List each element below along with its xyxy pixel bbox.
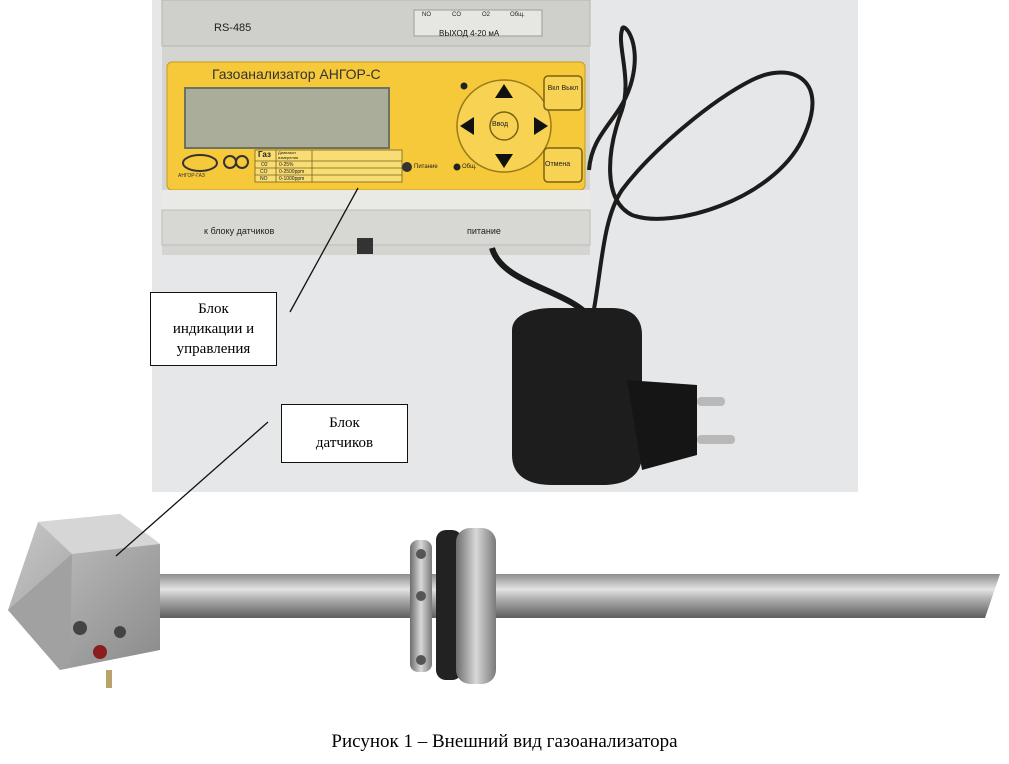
arrow-left-icon: [460, 117, 474, 135]
gas-row-no: NO: [260, 176, 268, 182]
output-channel-no: NO: [422, 12, 431, 18]
plug-pin-upper: [697, 397, 725, 406]
gas-row-o2: O2: [261, 162, 268, 168]
general-indicator-label: Общ.: [462, 164, 477, 170]
power-cable: [587, 25, 815, 321]
gas-row-co-range: 0-2500ppm: [279, 169, 305, 175]
din-rail-clip: [357, 238, 373, 254]
arrow-up-icon: [495, 84, 513, 98]
output-channel-co: CO: [452, 12, 461, 18]
cancel-button[interactable]: [543, 147, 583, 183]
connector-2: [93, 645, 107, 659]
arrow-down-icon: [495, 154, 513, 168]
gas-row-no-range: 0-1000ppm: [279, 176, 305, 182]
gas-table-frame: [254, 149, 403, 183]
power-button-label: Вкл Выкл: [547, 85, 579, 92]
gas-row-o2-range: 0-25%: [279, 162, 294, 168]
rs485-label: RS-485: [214, 22, 252, 34]
sensor-connector-label: к блоку датчиков: [204, 226, 275, 236]
power-connector-label: питание: [467, 226, 501, 236]
arrow-right-icon: [534, 117, 548, 135]
flange-gasket: [436, 530, 462, 680]
callout-indication-block: Блок индикации и управления: [150, 292, 277, 366]
lcd-display: [184, 87, 390, 149]
leader-indication-block: [289, 187, 359, 313]
leader-sensor-block: [115, 421, 269, 557]
gas-table-header-gas: Газ: [258, 150, 271, 159]
output-channel-o2: O2: [482, 12, 491, 18]
callout-sensor-block: Блок датчиков: [281, 404, 408, 463]
figure-caption: Рисунок 1 – Внешний вид газоанализатора: [331, 731, 678, 752]
connector-1: [73, 621, 87, 635]
cert-mark-icon-2: [235, 155, 249, 169]
gas-fitting: [106, 670, 112, 688]
power-indicator-label: Питание: [414, 164, 438, 170]
device-photo: RS-485 ВЫХОД 4-20 мА NO CO O2 Общ. Газоа…: [152, 0, 858, 492]
flange-plate-2: [456, 528, 496, 684]
output-label: ВЫХОД 4-20 мА: [439, 29, 500, 38]
sensor-illustration: [8, 514, 1000, 688]
cancel-button-label: Отмена: [545, 161, 571, 168]
gas-table-header-range: Диапазон измерения: [278, 150, 299, 160]
gas-row-co: CO: [260, 169, 268, 175]
enter-button-ring: [489, 111, 519, 141]
output-channel-general: Общ.: [510, 12, 525, 18]
output-terminal-block: [413, 9, 543, 37]
enter-button-label: Ввод: [492, 121, 509, 128]
logo-emblem: [182, 154, 218, 172]
housing-bottom-strip: [161, 209, 591, 246]
general-led: [453, 163, 461, 171]
flange-plate-1: [410, 540, 432, 672]
probe-tube: [110, 574, 1000, 618]
power-led: [402, 162, 412, 172]
sound-led: [460, 82, 468, 90]
device-title: Газоанализатор АНГОР-С: [212, 66, 381, 82]
sensor-photo: [0, 492, 1009, 692]
housing-middle: [162, 190, 590, 210]
logo-text: АНГОР-ГАЗ: [178, 173, 205, 179]
power-adapter-body: [512, 308, 642, 485]
power-button[interactable]: [543, 75, 583, 111]
device-illustration: [161, 0, 815, 485]
plug-pin-lower: [697, 435, 735, 444]
adapter-plug-base: [627, 380, 697, 470]
connector-3: [114, 626, 126, 638]
